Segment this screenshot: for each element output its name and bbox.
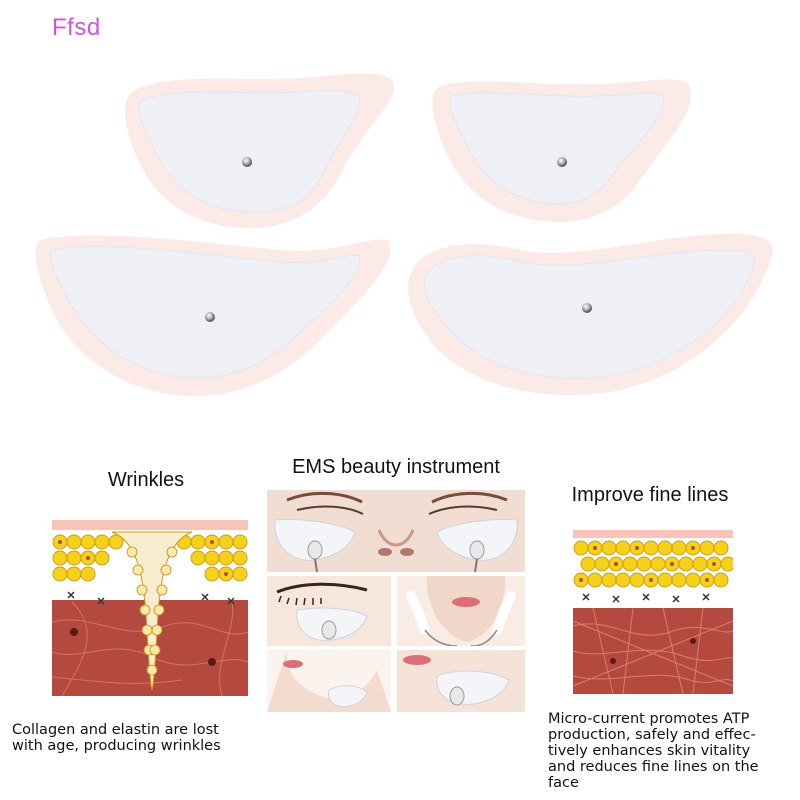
wrinkles-caption: Collagen and elastin are lost with age, … — [12, 722, 221, 754]
eye-pads-illustration — [35, 73, 773, 396]
eye-pad-top-right — [432, 79, 692, 222]
improve-caption-line: Micro-current promotes ATP — [548, 711, 750, 727]
photo-eyes-with-pads — [267, 490, 525, 572]
improve-caption-line: face — [548, 775, 579, 791]
improve-caption-line: tively enhances skin vitality — [548, 743, 751, 759]
improved-skin-diagram — [573, 526, 733, 694]
photo-cheek-pad — [397, 650, 525, 712]
photo-chin-profile — [267, 650, 391, 712]
ems-photo-collage — [267, 490, 525, 712]
wrinkles-caption-line: with age, producing wrinkles — [12, 738, 221, 754]
wrinkles-caption-line: Collagen and elastin are lost — [12, 722, 219, 738]
wrinkles-heading: Wrinkles — [107, 469, 185, 491]
brand-logo: Ffsd — [52, 14, 101, 41]
eye-pad-bottom-right — [408, 233, 773, 396]
eye-pad-bottom-left — [35, 235, 391, 396]
improve-caption-line: and reduces fine lines on the — [548, 759, 759, 775]
photo-jaw-pads — [397, 576, 525, 646]
improve-caption: Micro-current promotes ATP production, s… — [548, 711, 759, 791]
ems-heading: EMS beauty instrument — [292, 456, 500, 478]
photo-eye-pad — [267, 576, 391, 646]
improve-heading: Improve fine lines — [571, 484, 729, 506]
improve-caption-line: production, safely and effec- — [548, 727, 756, 743]
eye-pad-top-left — [124, 73, 394, 229]
wrinkles-skin-diagram — [52, 512, 248, 696]
